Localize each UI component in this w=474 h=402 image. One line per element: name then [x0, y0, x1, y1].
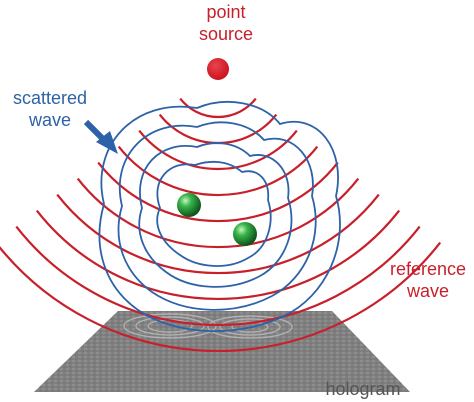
hologram-label: hologram: [325, 379, 400, 399]
particle-sphere: [177, 193, 201, 217]
point-source-label-line2: source: [199, 24, 253, 44]
reference-wave-label-line2: wave: [406, 281, 449, 301]
point-source-label-line1: point: [206, 2, 245, 22]
point-source-label: point source: [199, 2, 253, 44]
scattered-wave-label-line2: wave: [28, 110, 71, 130]
reference-wave-arc: [35, 209, 401, 301]
scattered-wave-fronts: [98, 101, 341, 333]
reference-wave-label: reference wave: [390, 259, 466, 301]
reference-wave-arc: [138, 129, 298, 171]
reference-wave-arc: [15, 225, 421, 326]
reference-wave-arc: [76, 177, 360, 249]
scattered-wave-arrow-icon: [83, 119, 118, 154]
reference-wave-label-line1: reference: [390, 259, 466, 279]
scattered-wave-label-line1: scattered: [13, 88, 87, 108]
particle-sphere: [233, 222, 257, 246]
reference-wave-arc: [158, 113, 278, 145]
point-source-dot: [207, 58, 229, 80]
reference-wave-arc: [97, 161, 339, 223]
reference-wave-arc: [117, 145, 319, 197]
scattered-wave-label: scattered wave: [13, 88, 87, 130]
reference-wave-arc: [0, 241, 442, 352]
